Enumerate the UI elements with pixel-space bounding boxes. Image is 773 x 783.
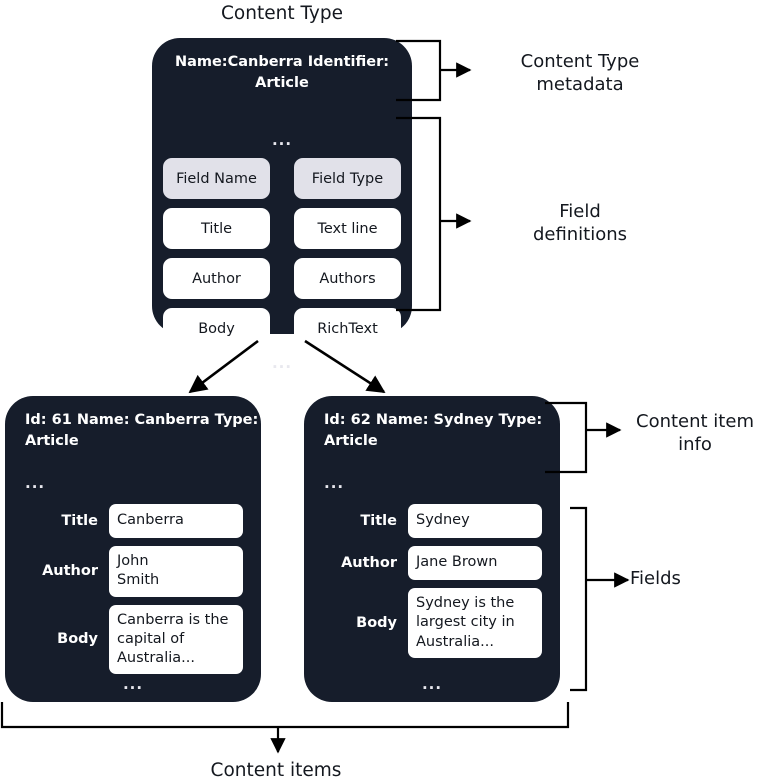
field-value: John Smith xyxy=(109,546,243,597)
content-item-fields: Title Sydney Author Jane Brown Body Sydn… xyxy=(322,504,542,658)
content-item-fields-ellipsis: ... xyxy=(421,675,443,693)
field-table-cell: Title xyxy=(163,208,270,249)
field-definitions-ellipsis: ... xyxy=(271,354,293,372)
content-item-field-row: Body Sydney is the largest city in Austr… xyxy=(322,588,542,658)
content-item-field-row: Author Jane Brown xyxy=(322,546,542,580)
content-item-field-row: Title Canberra xyxy=(23,504,243,538)
field-table-cell: Author xyxy=(163,258,270,299)
field-table-cell: Text line xyxy=(294,208,401,249)
annotation-fields: Fields xyxy=(630,568,681,589)
field-value: Jane Brown xyxy=(408,546,542,580)
annotation-content-type-metadata: Content Type metadata xyxy=(520,51,640,96)
content-item-fields-ellipsis: ... xyxy=(122,675,144,693)
content-type-metadata-ellipsis: ... xyxy=(271,131,293,149)
field-value: Canberra is the capital of Australia... xyxy=(109,604,243,675)
field-label: Body xyxy=(356,614,397,631)
field-table-cell: Body xyxy=(163,308,270,349)
field-value: Sydney is the largest city in Australia.… xyxy=(408,588,542,658)
content-type-metadata-text: Name:Canberra Identifier: Article xyxy=(174,54,390,91)
content-item-field-row: Body Canberra is the capital of Australi… xyxy=(23,604,243,675)
field-table-header-type: Field Type xyxy=(294,158,401,199)
content-item-info-text: Id: 62 Name: Sydney Type: Article xyxy=(324,412,543,449)
field-label: Title xyxy=(61,512,98,529)
field-label: Title xyxy=(360,512,397,529)
annotation-content-items: Content items xyxy=(210,760,342,781)
content-item-info-text: Id: 61 Name: Canberra Type: Article xyxy=(25,412,259,449)
annotation-field-definitions: Field definitions xyxy=(532,201,628,246)
field-label: Author xyxy=(341,554,397,571)
content-item-fields: Title Canberra Author John Smith Body Ca… xyxy=(23,504,243,675)
field-value: Sydney xyxy=(408,504,542,538)
field-table-header-name: Field Name xyxy=(163,158,270,199)
field-definitions-table: Field Name Field Type Title Text line Au… xyxy=(163,158,401,349)
content-item-field-row: Title Sydney xyxy=(322,504,542,538)
field-table-cell: Authors xyxy=(294,258,401,299)
content-item-info-ellipsis: ... xyxy=(25,474,46,492)
content-item-field-row: Author John Smith xyxy=(23,546,243,597)
content-item-card: Id: 61 Name: Canberra Type: Article ... … xyxy=(5,396,261,702)
content-item-info-ellipsis: ... xyxy=(324,474,345,492)
annotation-content-item-info: Content item info xyxy=(636,411,754,456)
bracket-content-items xyxy=(0,702,570,729)
bracket-fields xyxy=(570,506,588,692)
field-table-cell: RichText xyxy=(294,308,401,349)
field-label: Author xyxy=(42,562,98,579)
content-type-card: Name:Canberra Identifier: Article ... Fi… xyxy=(152,38,412,371)
diagram-title: Content Type xyxy=(221,3,343,24)
content-item-card: Id: 62 Name: Sydney Type: Article ... Ti… xyxy=(304,396,560,702)
field-label: Body xyxy=(57,631,98,648)
field-value: Canberra xyxy=(109,504,243,538)
